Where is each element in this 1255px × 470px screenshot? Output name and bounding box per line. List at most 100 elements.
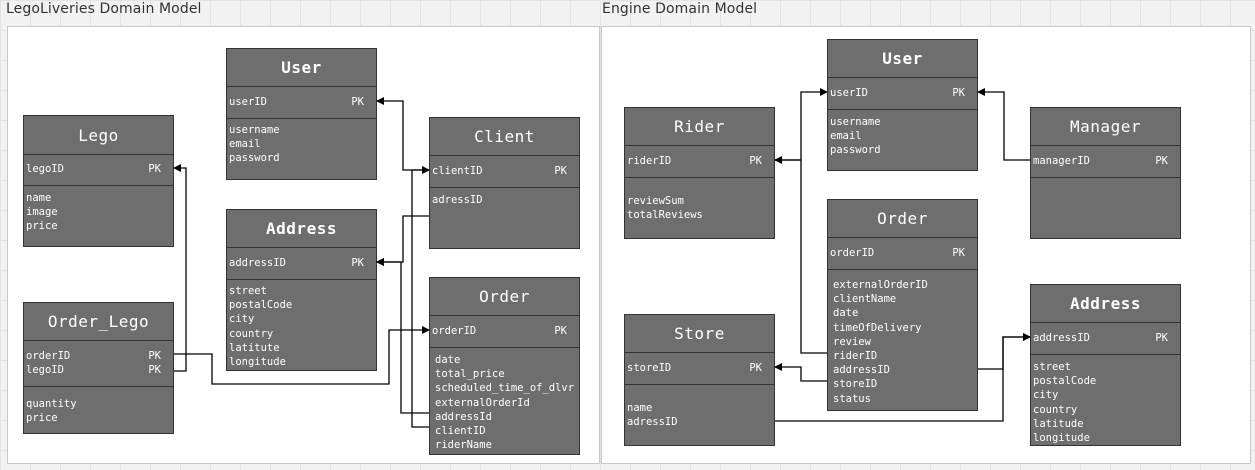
entity-manager[interactable]: Manager managerID PK (1030, 107, 1181, 239)
attribute-field: externalOrderId (435, 396, 530, 409)
attribute-field: street (229, 285, 267, 297)
entity-title: Manager (1031, 108, 1180, 146)
attribute-field: username (830, 116, 881, 128)
attribute-field: username (229, 124, 280, 136)
entity-title: Lego (24, 116, 173, 155)
connector-order-to-store (774, 363, 827, 382)
entity-title: User (828, 40, 977, 78)
primary-key-section: addressID PK (227, 247, 376, 280)
attribute-list: adressID (430, 193, 579, 207)
attribute-field: storeID (833, 378, 878, 391)
primary-key-section: clientID PK (430, 155, 579, 188)
attribute-field: price (26, 412, 58, 425)
pk-label: PK (554, 324, 567, 337)
attribute-field: date (435, 354, 461, 366)
attribute-field: adressID (627, 416, 678, 429)
entity-title: Order (828, 200, 977, 238)
attribute-field: image (26, 206, 58, 219)
primary-key-field: userID (229, 95, 267, 108)
connector-client-to-user (376, 97, 429, 171)
attribute-field: total_price (435, 368, 505, 381)
entity-title: Address (227, 210, 376, 248)
connector-orderlego-to-lego (173, 164, 187, 372)
pk-label: PK (148, 364, 161, 376)
connector-rider-to-user (775, 88, 828, 161)
connector-manager-to-user (977, 88, 1030, 161)
attribute-field: price (26, 220, 58, 233)
attribute-field: postalCode (1033, 375, 1097, 388)
attribute-field: review (833, 335, 871, 348)
entity-title: User (227, 49, 376, 87)
attribute-field: externalOrderID (833, 279, 928, 291)
attribute-field: name (627, 402, 653, 414)
primary-key-field: managerID (1033, 154, 1090, 167)
primary-key-field: orderID (830, 246, 875, 259)
attribute-field: adressID (432, 194, 483, 206)
attribute-field: latitude (1033, 417, 1084, 430)
attribute-field: city (229, 313, 255, 326)
attribute-field: email (229, 138, 261, 151)
pk-label: PK (148, 163, 161, 176)
connector-order-address-to-address (376, 258, 429, 414)
primary-key-field: clientID (432, 164, 483, 177)
entity-title: Order (430, 278, 579, 316)
entity-title: Address (1031, 285, 1180, 323)
primary-key-field: storeID (627, 361, 672, 374)
attribute-field: riderID (833, 349, 878, 362)
pk-label: PK (351, 256, 364, 269)
attribute-field: password (229, 152, 280, 165)
attribute-field: email (830, 130, 862, 143)
attribute-field: longitude (1033, 431, 1090, 444)
attribute-field: country (1033, 403, 1078, 416)
connector-store-to-address (775, 333, 1031, 422)
attribute-field: reviewSum (627, 195, 684, 207)
attribute-field: street (1033, 361, 1071, 373)
connector-orderlego-to-order (174, 326, 430, 385)
pk-label: PK (1155, 154, 1168, 167)
connector-client-to-address (376, 215, 429, 266)
primary-key-field: legoID (26, 163, 64, 176)
primary-key-field: addressID (229, 256, 286, 269)
connector-order-to-rider (774, 156, 827, 354)
primary-key-field: addressID (1033, 331, 1090, 344)
attribute-field: date (833, 307, 859, 320)
attribute-field: city (1033, 389, 1059, 402)
entity-title: Store (625, 315, 774, 353)
attribute-field: longitude (229, 355, 286, 368)
attribute-field: clientName (833, 293, 897, 306)
pk-label: PK (952, 246, 965, 259)
pk-label: PK (952, 86, 965, 99)
entity-title: Order_Lego (24, 303, 173, 341)
primary-key-section: legoID PK (24, 154, 173, 186)
attribute-field: name (26, 192, 52, 204)
connector-order-to-address (978, 333, 1031, 370)
attribute-field: password (830, 144, 881, 157)
primary-key-field: orderID (26, 349, 71, 362)
primary-key-field: legoID (26, 364, 64, 376)
pk-label: PK (554, 164, 567, 177)
